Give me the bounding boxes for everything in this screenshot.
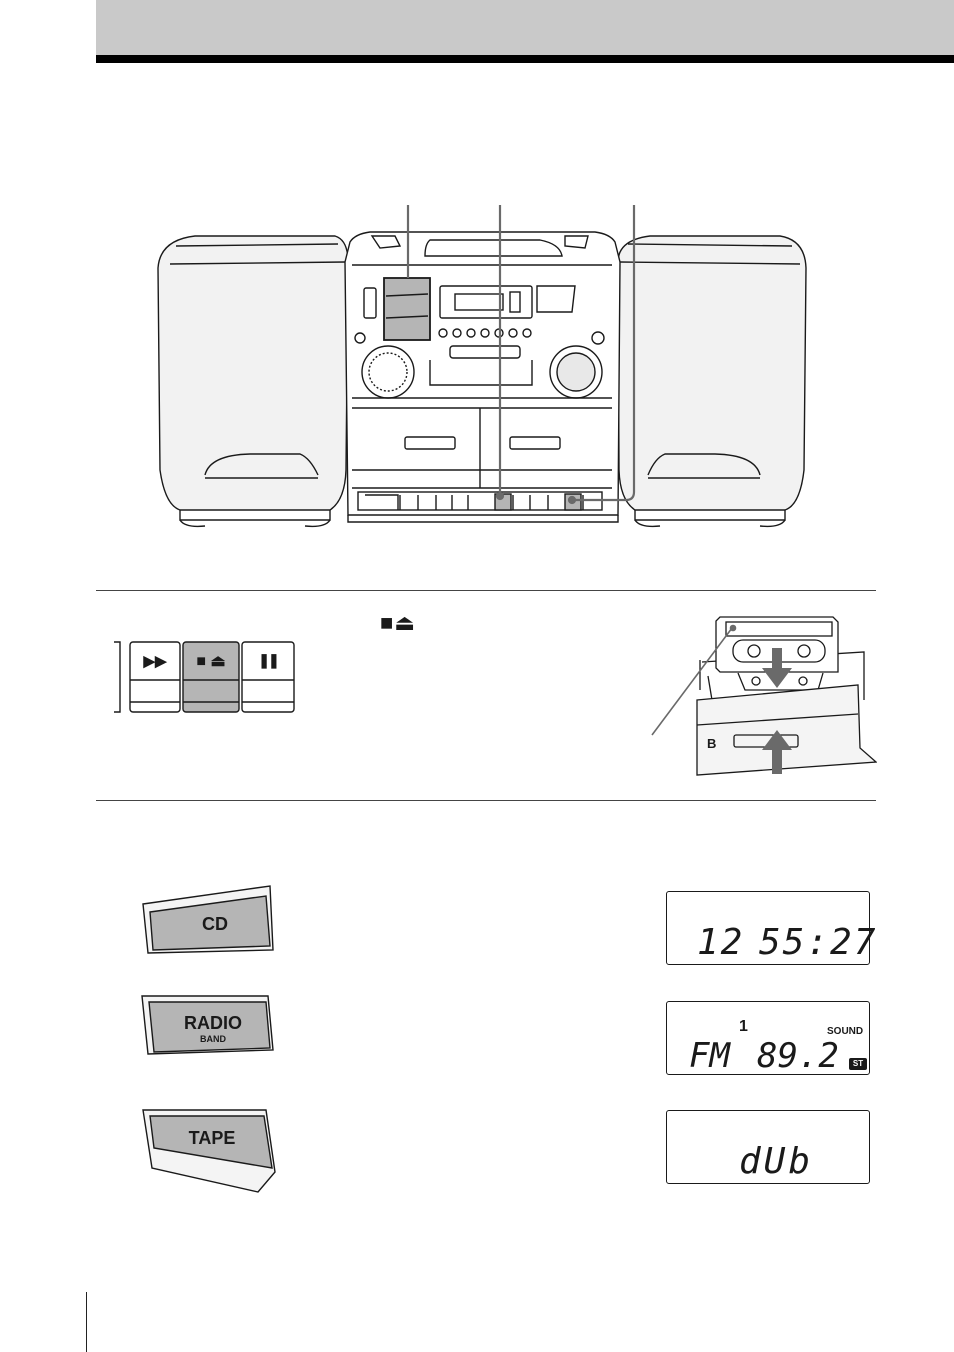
header-band [96,0,954,55]
stop-eject-button [182,641,240,713]
insert-arrows [762,648,792,774]
band-button-sublabel: BAND [200,1034,226,1044]
center-unit [344,231,621,523]
radio-button-label: RADIO [184,1013,242,1033]
radio-preset-number: 1 [739,1018,748,1035]
boombox-illustration [157,205,807,528]
radio-display: 1 SOUND FM 89.2 ST [666,1001,870,1076]
cassette-insert-illustration [651,616,877,776]
radio-band: FM [689,1036,730,1076]
cd-track-number: 12 [697,922,745,963]
right-speaker [617,235,807,528]
section-divider-bottom [96,800,876,801]
section-divider-top [96,590,876,591]
cd-display: 12 55:27 [666,891,875,965]
stereo-badge: ST [849,1058,867,1070]
cd-elapsed-time: 55:27 [759,922,878,963]
pause-button [241,641,295,713]
tape-button-label: TAPE [188,1128,236,1148]
cassette-side-label: B [707,736,717,751]
page-margin-rule [86,1292,87,1352]
header-rule [96,55,954,63]
preset-buttons [438,328,532,338]
cassette-pointer-line [651,624,737,736]
left-speaker [157,235,349,528]
stop-eject-icon: ■ ⏏ [196,653,226,670]
tape-dub-text: dUb [739,1141,814,1182]
fast-forward-button [129,641,181,713]
callout-lines [406,205,636,505]
function-buttons-art [141,885,276,1193]
cd-button-label: CD [202,914,228,934]
radio-frequency: 89.2 [757,1036,839,1076]
pause-icon: ❚❚ [258,652,279,668]
tape-display: dUb [666,1110,870,1184]
fast-forward-icon: ▶▶ [143,653,167,670]
stop-eject-caption: ■⏏ [380,610,417,635]
sound-indicator: SOUND [827,1026,864,1037]
transport-closeup [114,641,295,713]
